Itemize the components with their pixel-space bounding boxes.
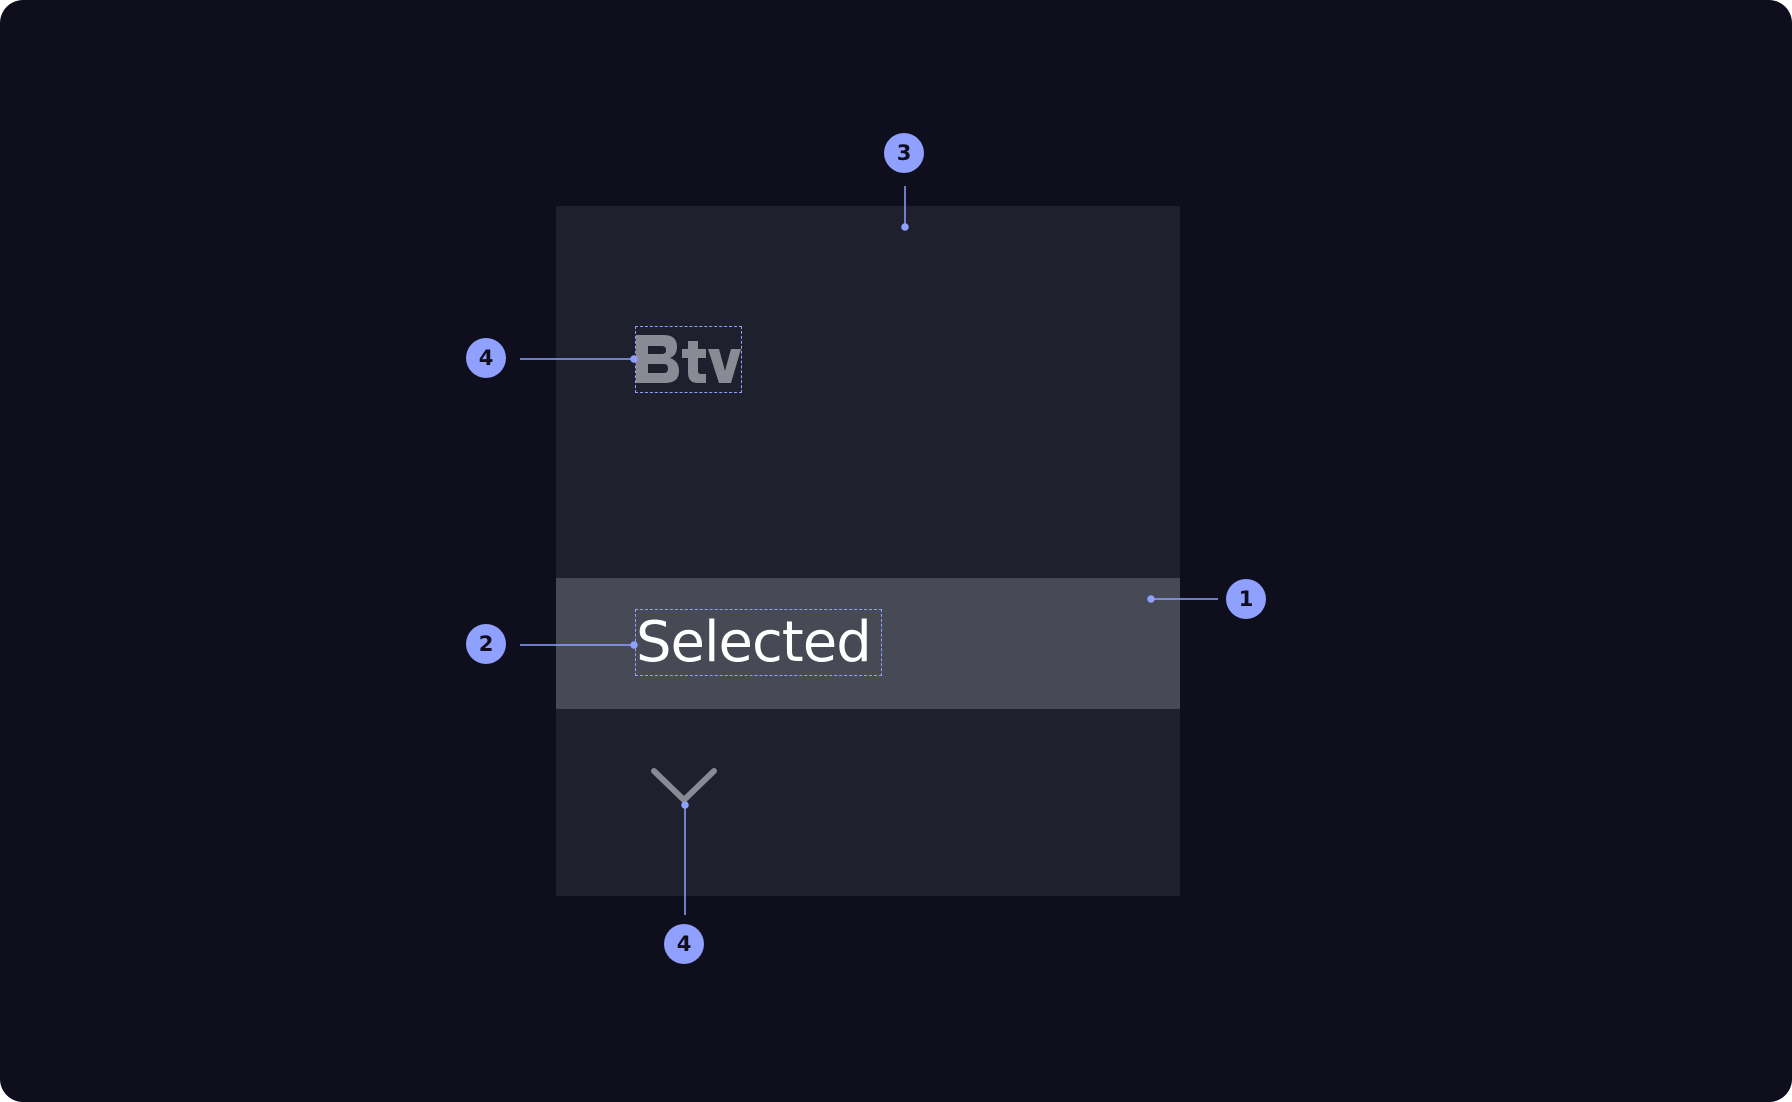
marker-2: 2 <box>466 624 506 664</box>
selected-menu-item[interactable]: Selected <box>556 578 1180 709</box>
leader-dot-4-logo <box>630 355 638 363</box>
chevron-down-icon[interactable] <box>650 766 720 806</box>
marker-4-logo: 4 <box>466 338 506 378</box>
marker-4-chevron: 4 <box>664 924 704 964</box>
leader-dot-3 <box>901 223 909 231</box>
selected-label-highlight: Selected <box>635 609 882 676</box>
marker-1: 1 <box>1226 579 1266 619</box>
leader-dot-2 <box>630 641 638 649</box>
menu-panel: Selected <box>556 206 1180 896</box>
marker-3: 3 <box>884 133 924 173</box>
leader-dot-4-chevron <box>681 801 689 809</box>
btv-logo <box>636 335 741 383</box>
selected-label: Selected <box>636 610 872 675</box>
logo-highlight <box>635 326 742 393</box>
leader-dot-1 <box>1147 595 1155 603</box>
